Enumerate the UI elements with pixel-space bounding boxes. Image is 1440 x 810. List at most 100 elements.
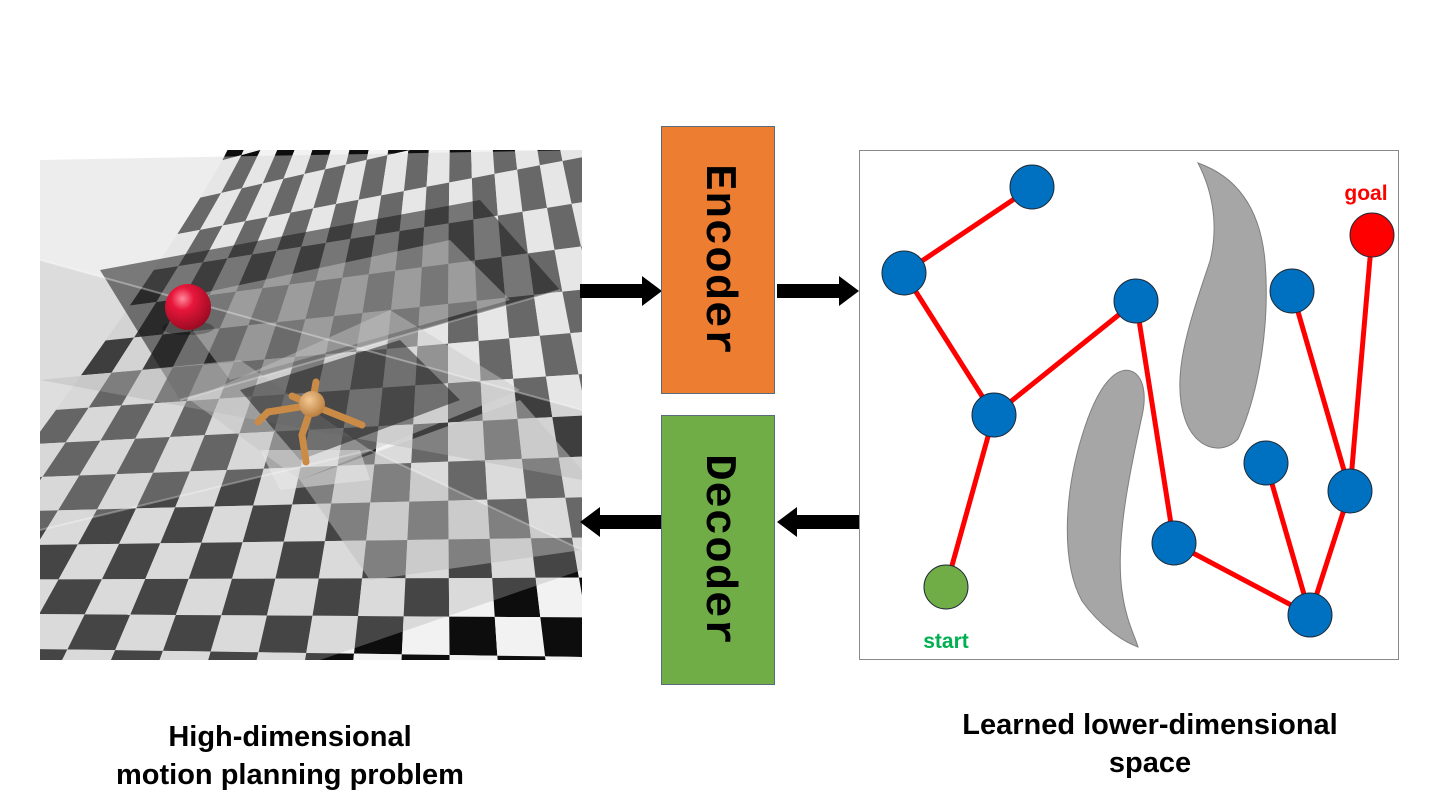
floor-tile [387, 150, 409, 156]
maze-walls [40, 150, 582, 660]
floor-tile [258, 615, 313, 653]
floor-tile [381, 150, 409, 196]
floor-tile [492, 150, 518, 174]
graph-edge [901, 271, 997, 417]
floor-tile [539, 160, 572, 208]
decoder-label: Decoder [693, 454, 743, 646]
right-caption-line2: space [1108, 747, 1192, 779]
arrow-to-encoder [580, 276, 662, 306]
arrow-decoder-to-scene [580, 507, 662, 537]
graph-edge [1172, 540, 1312, 618]
floor-tile [188, 542, 243, 579]
floor-tile [403, 578, 450, 617]
floor-tile [221, 578, 276, 616]
graph-node [1243, 440, 1289, 486]
floor-tile [325, 150, 350, 170]
floor-tile [562, 289, 582, 334]
floor-tile [306, 615, 359, 654]
goal-ball [165, 284, 211, 330]
right-caption: Learned lower-dimensional space [930, 706, 1370, 782]
graph-node [1151, 520, 1197, 566]
graph-node [881, 250, 927, 296]
floor-tile [578, 374, 582, 391]
floor-tile [517, 165, 548, 212]
encoder-block: Encoder [661, 126, 775, 394]
floor-tile [200, 155, 242, 198]
floor-tile [401, 654, 450, 660]
floor-tile [401, 616, 450, 656]
floor-tile [267, 174, 305, 217]
floor-tile [283, 503, 332, 542]
floor-tile [67, 614, 131, 651]
graph-edge [902, 184, 1034, 276]
obstacle-lower [1066, 369, 1145, 648]
floor-tile [177, 192, 222, 235]
graph-node [1327, 468, 1373, 514]
floor-tile [353, 653, 402, 660]
floor-tile [539, 333, 579, 377]
floor-tile [547, 203, 582, 250]
floor-tile [514, 150, 540, 170]
floor-tile [562, 157, 582, 204]
floor-tile [522, 207, 555, 254]
left-caption-line2: motion planning problem [116, 759, 464, 791]
floor-tile [40, 579, 102, 615]
graph-edge [1263, 462, 1313, 616]
floor-tile [571, 202, 582, 247]
latent-space-panel: start goal [859, 150, 1399, 660]
ant-robot [254, 378, 366, 466]
floor-tile [366, 150, 389, 160]
graph-edge [943, 414, 997, 588]
floor-tile [570, 332, 582, 375]
floor-tile [304, 150, 331, 175]
floor-tile [537, 150, 563, 166]
floor-tile [497, 655, 546, 660]
floor-tile [578, 577, 582, 596]
floor-tile [449, 616, 498, 656]
floor-tile [494, 616, 546, 657]
floor-tile [449, 655, 498, 660]
decoder-block: Decoder [661, 415, 775, 685]
obstacle-upper [1179, 162, 1267, 449]
floor-tile [162, 614, 222, 652]
floor-tile [403, 150, 429, 192]
floor-tile [509, 335, 546, 379]
floor-tile [40, 544, 78, 580]
left-caption-line1: High-dimensional [168, 721, 412, 753]
floor-tile [478, 338, 514, 381]
floor-tile [241, 150, 261, 156]
floor-tile [245, 178, 284, 222]
maze-scene [40, 150, 582, 660]
floor-tile [40, 614, 85, 650]
floor-tile [275, 541, 325, 579]
latent-space-graph: start goal [881, 162, 1395, 653]
floor-tile [345, 150, 369, 165]
floor-tile [40, 579, 59, 613]
floor-tile [80, 337, 135, 376]
floor-tile [256, 652, 307, 660]
floor-tile [110, 650, 163, 660]
start-label: start [923, 630, 969, 653]
floor-tile [560, 150, 582, 161]
floor-tile [545, 374, 582, 418]
floor-tile [222, 150, 244, 161]
floor-tile [449, 150, 472, 183]
arrow-space-to-decoder [777, 507, 859, 537]
graph-node [1009, 164, 1055, 210]
graph-edge [1347, 234, 1375, 492]
right-caption-line1: Learned lower-dimensional [962, 709, 1338, 741]
floor-tile [232, 541, 284, 579]
floor-tile [62, 649, 116, 660]
floor-tile [210, 615, 267, 653]
floor-tile [533, 291, 571, 336]
floor-tile [200, 188, 242, 230]
floor-tile [283, 150, 313, 179]
floor-tile [354, 616, 404, 655]
floor-tile [262, 150, 295, 184]
graph-edge [1289, 290, 1353, 492]
goal-node [1349, 212, 1395, 258]
floor-tile [581, 246, 582, 251]
floor-tile [505, 294, 540, 339]
floor-tile [58, 543, 120, 580]
floor-tile [130, 578, 189, 615]
